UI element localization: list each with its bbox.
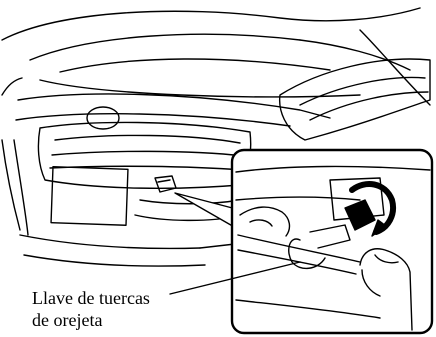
callout-pointer	[175, 193, 240, 228]
car-hood	[2, 8, 430, 105]
tow-hook-cover	[155, 176, 176, 192]
detail-inset	[232, 150, 432, 333]
caption-line-1: Llave de tuercas	[32, 288, 150, 308]
emblem	[87, 107, 119, 129]
license-plate	[51, 167, 128, 226]
grille	[38, 122, 250, 188]
caption-line-2: de orejeta	[32, 310, 102, 330]
headlight	[280, 59, 430, 140]
left-fender	[2, 78, 22, 230]
